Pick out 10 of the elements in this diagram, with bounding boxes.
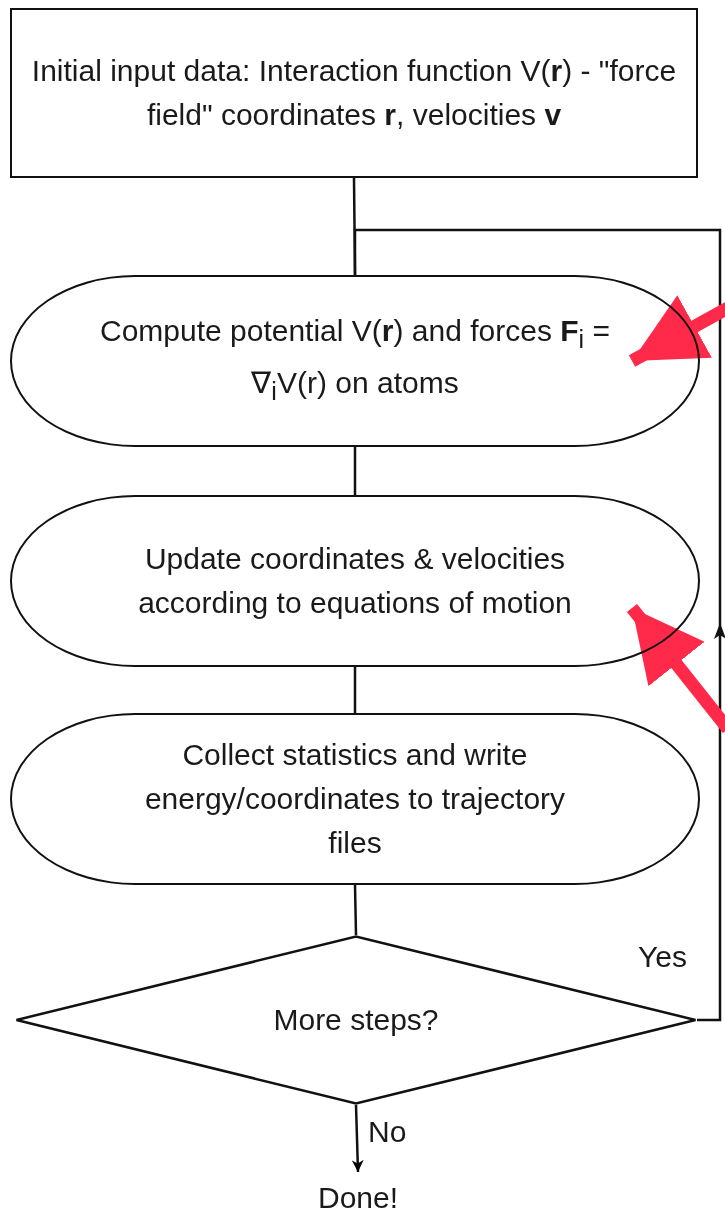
step-text: Initial input data: Interaction function V(r) - "force field" coordinates r, velocities v [30,53,678,133]
process-box [10,8,698,178]
process-terminal [10,713,700,885]
step-text: Update coordinates & velocities according to equations of motion [137,541,573,621]
process-terminal [10,275,700,447]
step-text: Compute potential V(r) and forces F$_{i}$ = ∇$_{i}$V(r) on atoms [99,313,611,407]
step-text: More steps? [272,1002,440,1038]
end-label: Done! [316,1180,400,1216]
step-text: Collect statistics and write energy/coordinates to trajectory files [143,737,567,861]
process-terminal [10,495,700,667]
